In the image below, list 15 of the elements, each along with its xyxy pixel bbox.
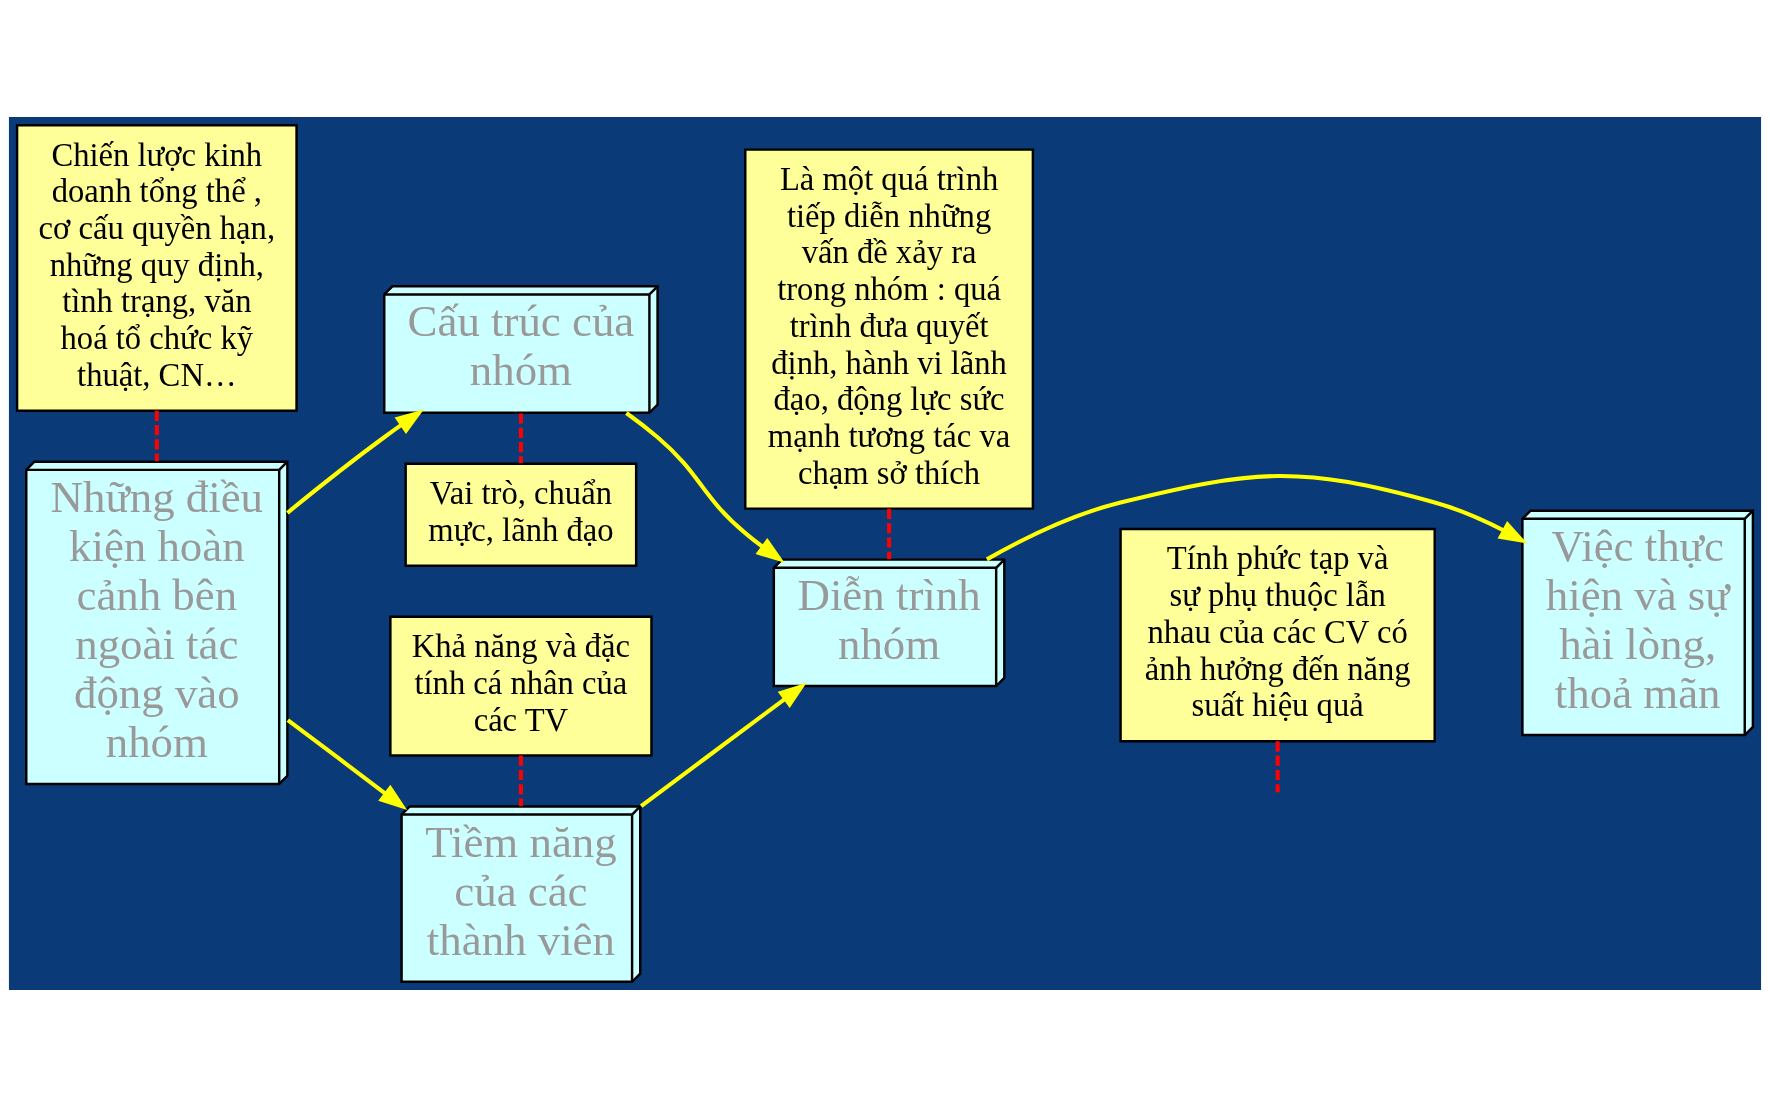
- node-box: Khả năng và đặc tính cá nhân của các TV: [389, 615, 653, 757]
- arrow: [286, 409, 424, 515]
- node-box: Là một quá trình tiếp diễn những vấn đề xảy ra trong nhóm : quá trình đưa quyết định, hành vi lãnh đạo, động lực sức mạnh tương tác va chạm sở thích: [744, 148, 1035, 510]
- arrow: [625, 411, 785, 563]
- arrow: [985, 474, 1528, 562]
- arrow: [639, 682, 807, 808]
- arrow: [286, 718, 408, 810]
- node-box: Vai trò, chuẩn mực, lãnh đạo: [404, 462, 638, 567]
- connector: [154, 410, 159, 462]
- connector: [1275, 741, 1280, 793]
- connector: [887, 508, 892, 560]
- connector: [518, 755, 523, 807]
- node-box: Chiến lược kinh doanh tổng thể , cơ cấu quyền hạn, những quy định, tình trạng, văn hoá tổ chức kỹ thuật, CN…: [15, 123, 298, 412]
- connector: [518, 413, 523, 464]
- node-box: Tính phức tạp và sự phụ thuộc lẫn nhau của các CV có ảnh hưởng đến năng suất hiệu quả: [1119, 527, 1436, 743]
